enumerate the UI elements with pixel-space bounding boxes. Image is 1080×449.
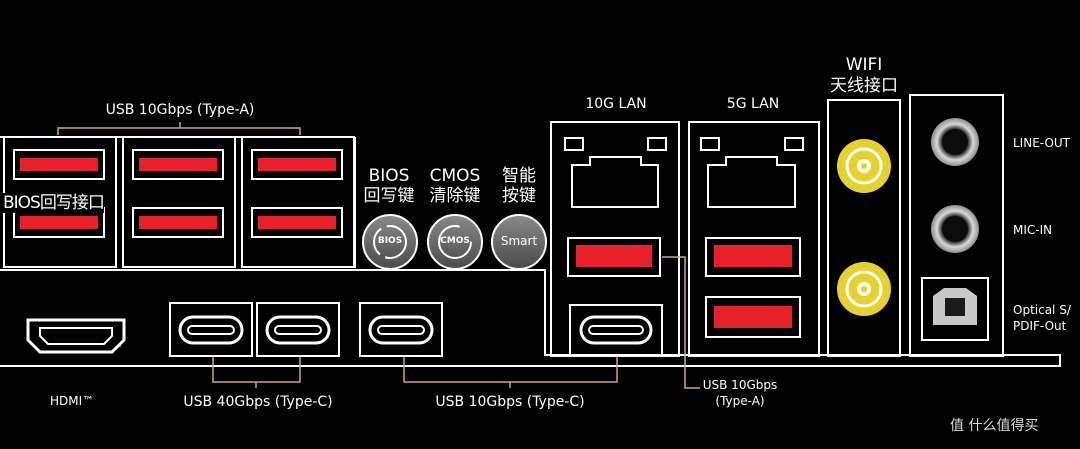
smart-button-text: Smart [500, 234, 538, 248]
label-usb-10g-type-a-bottom-line1: USB 10Gbps [702, 378, 778, 392]
label-bios-sub: 回写键 [363, 186, 415, 206]
callout-usb-40g-c [212, 357, 301, 388]
usb-c-port-2[interactable] [256, 302, 340, 357]
hdmi-trademark: ™ [116, 345, 122, 352]
label-cmos-sub: 清除键 [429, 186, 481, 206]
label-hdmi: HDMI™ [50, 394, 95, 408]
label-wifi-sub: 天线接口 [830, 76, 898, 96]
label-usb-40g-type-c: USB 40Gbps (Type-C) [183, 394, 333, 410]
label-bios-flash-port: BIOS回写接口 [3, 193, 105, 214]
label-wifi-title: WIFI [845, 55, 883, 75]
label-smart-title: 智能 [502, 166, 536, 186]
usb-c-port-1[interactable] [169, 302, 253, 357]
label-5g-lan: 5G LAN [726, 96, 780, 112]
label-usb-10g-type-c: USB 10Gbps (Type-C) [435, 394, 585, 410]
label-optical-line1: Optical S/ [1013, 303, 1071, 317]
lan-5g-block[interactable] [688, 121, 820, 357]
bios-flashback-button[interactable] [362, 214, 418, 270]
label-10g-lan: 10G LAN [585, 96, 647, 112]
label-usb-10g-type-a-bottom-line2: (Type-A) [715, 394, 765, 408]
label-cmos-title: CMOS [429, 166, 481, 186]
label-line-out: LINE-OUT [1013, 136, 1071, 150]
cmos-button-text: CMOS [440, 236, 470, 246]
label-bios-title: BIOS [368, 166, 410, 186]
smart-button[interactable] [491, 214, 547, 270]
usb-c-port-4[interactable] [569, 304, 663, 356]
callout-usb-10g-a-top [57, 122, 301, 135]
label-smart-sub: 按键 [502, 186, 536, 206]
label-usb-10g-type-a-top: USB 10Gbps (Type-A) [105, 102, 255, 118]
clear-cmos-button[interactable] [427, 214, 483, 270]
callout-usb-10g-a-bottom [662, 256, 700, 389]
usb-c-port-3[interactable] [359, 302, 443, 357]
lan-10g-block[interactable] [550, 121, 680, 357]
audio-block[interactable] [909, 94, 1004, 357]
usb-a-stack-3[interactable] [241, 136, 355, 268]
bios-button-text: BIOS [377, 236, 403, 246]
watermark: 值 什么值得买 [950, 418, 1039, 434]
label-optical-line2: PDIF-Out [1013, 319, 1067, 333]
callout-usb-10g-c [403, 357, 618, 388]
usb-a-stack-2[interactable] [122, 136, 236, 268]
label-mic-in: MIC-IN [1013, 223, 1053, 237]
wifi-antenna-block[interactable] [827, 99, 901, 357]
hdmi-port[interactable] [26, 318, 126, 354]
